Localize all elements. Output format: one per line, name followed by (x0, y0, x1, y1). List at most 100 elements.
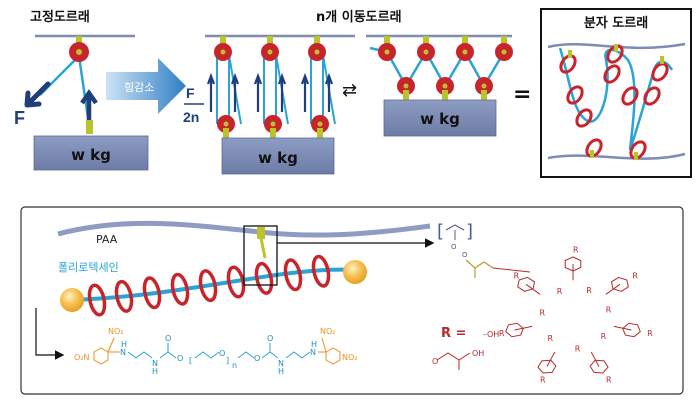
pulley-axle (462, 49, 468, 55)
glycosidic-bond (514, 325, 533, 331)
pull-arrow (24, 81, 51, 108)
pulley-hanger (317, 128, 323, 138)
bracket-open: [ (189, 356, 192, 365)
cyclodextrin-ring (142, 276, 162, 310)
chemistry-panel: PAA 폴리로텍세인 O₂N NO₂ N H N H O (20, 206, 684, 395)
cyclodextrin-ring (283, 258, 303, 292)
molecular-pulley-title: 분자 도르래 (584, 16, 648, 31)
cyclodextrin-ring (643, 86, 661, 106)
anchor (568, 50, 572, 58)
cyclodextrin-ring (621, 86, 639, 106)
cyclodextrin-ring (559, 54, 577, 74)
pulley-axle (317, 121, 323, 127)
pulley-hanger (384, 36, 390, 46)
no2-left-top: NO₂ (108, 327, 124, 336)
h-right-2: H (311, 340, 317, 349)
r-option-o: O (432, 357, 438, 366)
pulley-axle (223, 121, 229, 127)
pulley-hanger (220, 36, 226, 48)
cyclodextrin-ring (629, 140, 647, 160)
o-paa-2: O (462, 251, 468, 259)
polyrotaxane-label: 폴리로텍세인 (58, 261, 119, 274)
pulley-axle (270, 121, 276, 127)
n-right-2: N (310, 348, 316, 357)
cyclodextrin-ring (170, 272, 190, 306)
pulley-hanger (270, 128, 276, 138)
pulley-axle (442, 83, 448, 89)
ring-substituent-label: R (573, 246, 579, 255)
glycosidic-bond (546, 351, 556, 367)
pulley-axle (267, 49, 273, 55)
cyclodextrin-ring (114, 279, 134, 313)
up-arrow (206, 72, 216, 112)
weight-block-3 (383, 99, 497, 137)
fixed-pulley-title: 고정도르래 (30, 9, 90, 25)
cyclodextrin-ring (254, 261, 274, 295)
glycosidic-bond (605, 283, 621, 295)
h-right: H (278, 367, 284, 376)
pulley-axle (481, 83, 487, 89)
lift-arrow (80, 89, 98, 120)
force-reduction-label: 힘감소 (124, 81, 154, 94)
weight-label-2: w kg (258, 149, 298, 167)
cyclodextrin-ring (226, 265, 246, 299)
anchor (634, 152, 638, 160)
r-option-hydroxypropyl: OH (472, 349, 484, 358)
cyclodextrin-ring (585, 138, 603, 158)
pulley-axle (423, 49, 429, 55)
linker (259, 237, 267, 259)
ring-substituent-label: R (540, 309, 546, 318)
pulley-hanger (501, 36, 507, 46)
o-ester-right: O (254, 354, 260, 363)
movable-pulleys-panel: w kg (205, 34, 355, 175)
ring-substituent-label: R (557, 287, 563, 296)
n-right: N (278, 359, 284, 368)
r-option-oh: –OH (483, 330, 499, 339)
ring-substituent-label: R (514, 271, 520, 280)
up-arrow (230, 72, 240, 112)
pulley-hanger (481, 90, 487, 100)
ring-substituent-label: R (540, 376, 546, 385)
cyclodextrin-ring (198, 269, 218, 303)
pulley-hanger (223, 128, 229, 138)
ring-substituent-label: R (606, 376, 612, 385)
h-left-2: H (152, 367, 158, 376)
ring-substituent-label: R (601, 332, 607, 341)
pulley-axle (403, 83, 409, 89)
pulley-hanger (462, 36, 468, 46)
o-carbonyl-left: O (165, 334, 171, 343)
cyclodextrin-ring (603, 64, 621, 84)
r-equals-label: R = (441, 326, 466, 341)
pulley-axle (384, 49, 390, 55)
weight-label: w kg (71, 146, 111, 164)
ring-substituent-label: R (575, 345, 581, 354)
zoom-box (243, 225, 278, 286)
ring-substituent-label: R (606, 306, 612, 315)
linker-bond (492, 267, 531, 273)
no2-right-top: NO₂ (320, 327, 336, 336)
cyclodextrin-ring (606, 44, 624, 64)
cyclodextrin-ring (311, 254, 331, 288)
anchor (660, 56, 664, 64)
glycosidic-bond (525, 283, 541, 295)
pulley-axle (76, 49, 82, 55)
weight-block (33, 135, 149, 171)
cyclodextrin-ring (651, 62, 669, 82)
glucose-unit (610, 276, 629, 292)
glycosidic-bond (613, 325, 632, 331)
o-ester-left: O (177, 354, 183, 363)
n-left: N (120, 348, 126, 357)
pulley-axle (220, 49, 226, 55)
paa-bracket-open: [ (437, 221, 444, 242)
loaded-pulleys-panel: w kg (366, 34, 513, 137)
n-subscript: n (232, 361, 237, 370)
up-arrow (300, 72, 310, 112)
ring-substituent-label: R (647, 329, 653, 338)
force-reduction-arrow: 힘감소 (106, 58, 186, 114)
reduced-force-numerator: F (186, 85, 195, 101)
ring-substituent-label: R (586, 286, 592, 295)
pulley-hanger (403, 90, 409, 100)
ring-substituent-label: R (499, 329, 505, 338)
